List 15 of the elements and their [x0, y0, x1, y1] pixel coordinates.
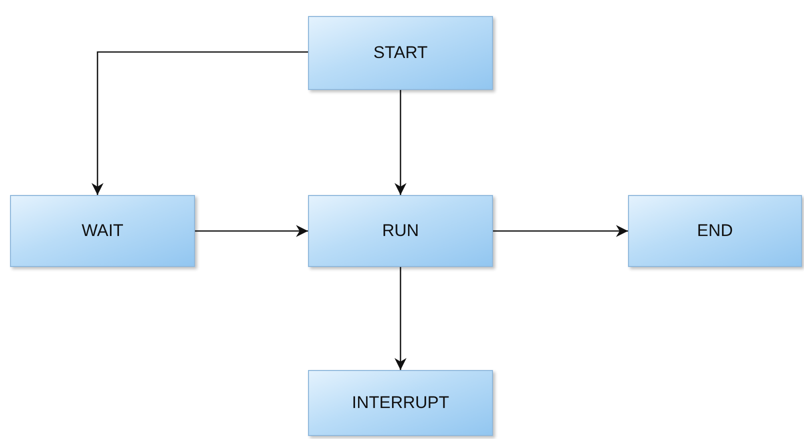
arrow — [493, 225, 628, 237]
process-box — [308, 16, 493, 90]
node-label: INTERRUPT — [352, 393, 450, 413]
process-box — [308, 370, 493, 436]
node-label: RUN — [382, 221, 419, 241]
node-label: END — [697, 221, 733, 241]
process-box — [308, 195, 493, 267]
node-label: START — [373, 43, 428, 63]
node-label: WAIT — [82, 221, 124, 241]
arrow — [394, 267, 406, 370]
process-box — [628, 195, 802, 267]
arrow — [92, 51, 308, 195]
arrow — [394, 90, 406, 195]
process-box — [10, 195, 195, 267]
arrow — [195, 225, 308, 237]
